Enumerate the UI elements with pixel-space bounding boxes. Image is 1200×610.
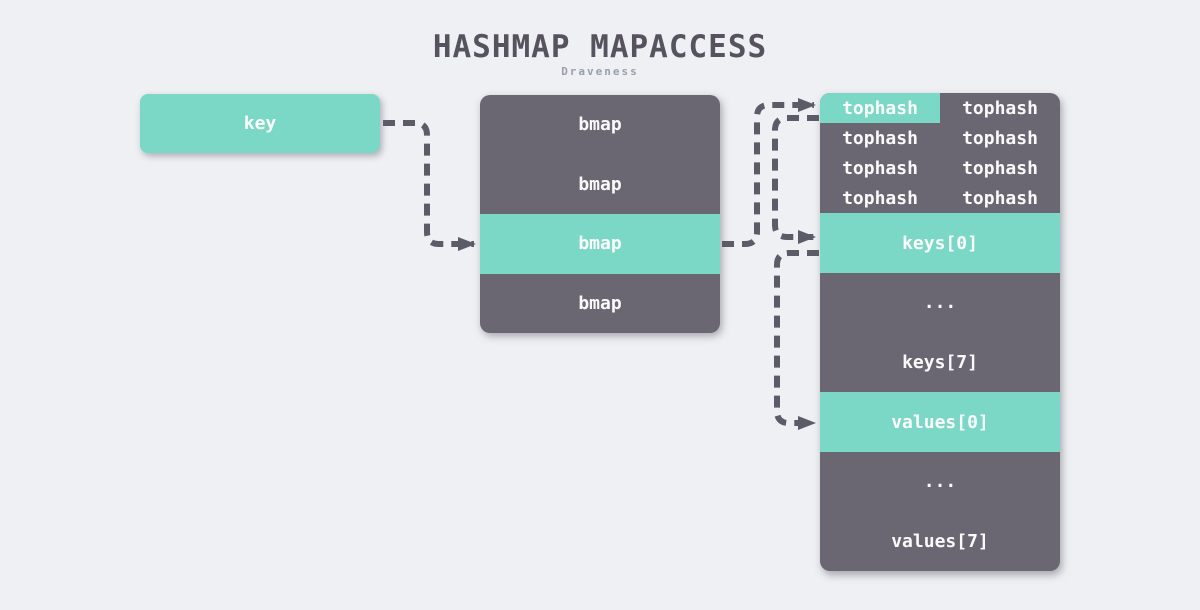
values-last: values[7] bbox=[891, 530, 989, 552]
bmap-row-2: bmap bbox=[480, 155, 720, 215]
values-first-slot: values[0] bbox=[820, 392, 1060, 452]
bmap-row-3: bmap bbox=[480, 214, 720, 274]
tophash-cell-6: tophash bbox=[962, 157, 1038, 179]
tophash-grid: tophash tophash tophash tophash tophash … bbox=[820, 93, 1060, 213]
arrow-bucket-to-tophash bbox=[722, 98, 816, 247]
keys-last: keys[7] bbox=[902, 351, 978, 373]
bmap-row-4: bmap bbox=[480, 274, 720, 334]
keys-first-slot: keys[0] bbox=[820, 213, 1060, 273]
bmap-row-4-label: bmap bbox=[578, 292, 622, 314]
keys-first-label: keys[0] bbox=[902, 232, 978, 254]
tophash-cell-2: tophash bbox=[962, 97, 1038, 119]
page-subtitle: Draveness bbox=[561, 65, 639, 78]
page-title: HASHMAP MAPACCESS bbox=[432, 29, 768, 65]
keys-ellipsis: ... bbox=[923, 292, 957, 314]
tophash-cell-1: tophash bbox=[820, 93, 940, 123]
bmap-row-3-label: bmap bbox=[578, 233, 622, 255]
tophash-cell-7: tophash bbox=[842, 187, 918, 209]
tophash-cell-4: tophash bbox=[962, 127, 1038, 149]
key-node: key bbox=[140, 94, 380, 153]
bmap-row-1: bmap bbox=[480, 95, 720, 155]
key-node-label: key bbox=[243, 113, 277, 134]
tophash-cell-3: tophash bbox=[842, 127, 918, 149]
arrow-tophash-to-keys bbox=[772, 115, 819, 244]
values-first-label: values[0] bbox=[891, 411, 989, 433]
tophash-cell-8: tophash bbox=[962, 187, 1038, 209]
arrow-keys-to-values bbox=[774, 250, 819, 430]
bucket-detail-node: tophash tophash tophash tophash tophash … bbox=[820, 93, 1060, 571]
bucket-array-node: bmap bmap bmap bmap bbox=[480, 95, 720, 333]
values-rest-slot: ... values[7] bbox=[820, 452, 1060, 571]
bmap-row-1-label: bmap bbox=[578, 114, 622, 136]
keys-rest-slot: ... keys[7] bbox=[820, 273, 1060, 392]
arrow-key-to-bucket bbox=[383, 120, 476, 251]
bmap-row-2-label: bmap bbox=[578, 173, 622, 195]
tophash-cell-5: tophash bbox=[842, 157, 918, 179]
values-ellipsis: ... bbox=[923, 471, 957, 493]
